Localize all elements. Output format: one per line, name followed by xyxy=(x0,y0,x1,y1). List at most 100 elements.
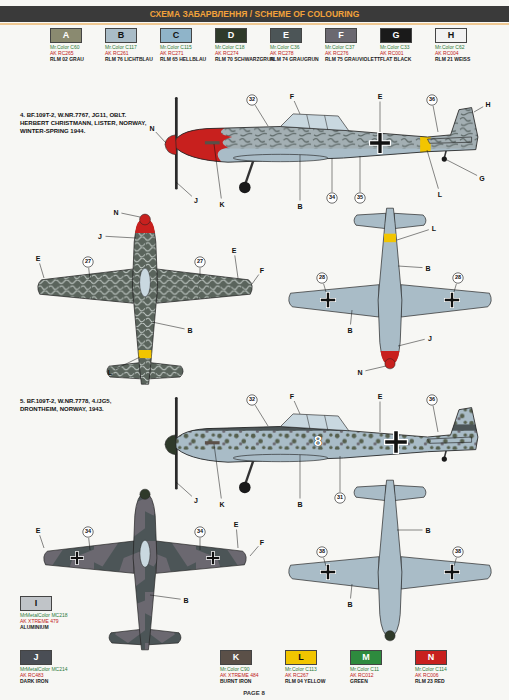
paint-code: Mr.Color C36 xyxy=(270,44,326,50)
paint-code: RLM 02 GRAU xyxy=(50,56,106,62)
callout-letter: B xyxy=(297,203,302,210)
paint-code: AK XTREME 479 xyxy=(20,618,76,624)
decal-number: 38 xyxy=(455,549,461,555)
leader-line xyxy=(294,101,300,114)
leader-line xyxy=(152,322,185,329)
colour-swatch: L Mr.Color C113AK RC267RLM 04 YELLOW xyxy=(285,650,341,684)
paint-code: AK RC271 xyxy=(160,50,216,56)
paint-code: AK RC261 xyxy=(105,50,161,56)
leader-line xyxy=(235,255,238,278)
decal-badge xyxy=(317,547,327,557)
leader-line xyxy=(398,266,423,268)
callout-letter: J xyxy=(428,335,432,342)
swatch-letter: D xyxy=(228,30,235,40)
page-title: СХЕМА ЗАБАРВЛЕННЯ / SCHEME OF COLOURING xyxy=(0,6,509,22)
callout-letter: B xyxy=(425,527,430,534)
paint-code: Mr.Color C90 xyxy=(220,666,276,672)
callout-letter: N xyxy=(357,369,362,376)
swatch-chip: F xyxy=(325,28,357,43)
leader-line xyxy=(351,584,353,599)
colour-swatch: DMr.Color C18AK RC274RLM 70 SCHWARZGRUN xyxy=(215,28,271,62)
leader-line xyxy=(433,106,438,132)
swatch-chip: B xyxy=(105,28,137,43)
colour-swatch: MMr.Color C11AK RC012GREEN xyxy=(350,650,406,684)
leader-line xyxy=(365,366,386,371)
leader-line xyxy=(89,268,90,280)
decal-number: 28 xyxy=(319,275,325,281)
swatch-chip: M xyxy=(350,650,382,665)
paint-code: Mr.Color C115 xyxy=(160,44,216,50)
leader-line xyxy=(40,263,44,278)
swatch-letter: E xyxy=(283,30,289,40)
colour-swatch: KMr.Color C90AK XTREME 484BURNT IRON xyxy=(220,650,276,684)
callout-letter: B xyxy=(347,601,352,608)
callout-letter: L xyxy=(438,191,442,198)
colour-swatch: AMr.Color C60AK RC265RLM 02 GRAU xyxy=(50,28,106,62)
paint-code: Mr.Color C113 xyxy=(285,666,341,672)
paint-code: RLM 23 RED xyxy=(415,678,471,684)
decal-badge xyxy=(83,257,93,267)
colour-swatch: FMr.Color C37AK RC276RLM 75 GRAUVIOLETT xyxy=(325,28,381,62)
swatch-letter: F xyxy=(338,30,344,40)
swatch-letter: L xyxy=(298,652,304,662)
paint-code: DARK IRON xyxy=(20,678,76,684)
callout-letter: N xyxy=(113,209,118,216)
paint-code: AK RC001 xyxy=(380,50,436,56)
decal-number: 32 xyxy=(249,97,255,103)
colour-swatch: BMr.Color C117AK RC261RLM 76 LICHTBLAU xyxy=(105,28,161,62)
paint-code: RLM 21 WEISS xyxy=(435,56,491,62)
paint-code: ALUMINIUM xyxy=(20,624,76,630)
callout-letter: K xyxy=(219,501,224,508)
colour-swatch: HMr.Color C62AK RC004RLM 21 WEISS xyxy=(435,28,491,62)
colour-swatch: GMr.Color C33AK RC001FLAT BLACK xyxy=(380,28,436,62)
paint-code: AK RC276 xyxy=(325,50,381,56)
decal-number: 27 xyxy=(197,259,203,265)
leader-line xyxy=(115,357,140,370)
callout-letter: L xyxy=(432,225,436,232)
callout-letter: B xyxy=(425,265,430,272)
swatch-letter: A xyxy=(63,30,70,40)
callout-letter: B xyxy=(297,501,302,508)
decal-number: 36 xyxy=(429,397,435,403)
callout-letter: J xyxy=(194,497,198,504)
leader-line xyxy=(454,558,456,566)
leader-line xyxy=(360,156,361,192)
swatch-letter: M xyxy=(362,652,370,662)
callout-letter: B xyxy=(187,327,192,334)
leader-line xyxy=(433,406,438,432)
paint-code: RLM 70 SCHWARZGRUN xyxy=(215,56,271,62)
paint-code: AK RC004 xyxy=(435,50,491,56)
callout-letter: F xyxy=(290,93,294,100)
leader-line xyxy=(89,538,90,550)
paint-code: RLM 65 HELLBLAU xyxy=(160,56,216,62)
callout-letter: E xyxy=(36,527,41,534)
swatch-chip: E xyxy=(270,28,302,43)
callout-letter: E xyxy=(378,393,383,400)
page-number: PAGE 8 xyxy=(243,690,265,696)
paint-code: RLM 04 YELLOW xyxy=(285,678,341,684)
callout-letter: J xyxy=(194,197,198,204)
swatch-chip: I xyxy=(20,596,52,611)
paint-code: AK RC274 xyxy=(215,50,271,56)
decal-badge xyxy=(247,395,257,405)
swatch-letter: C xyxy=(173,30,180,40)
swatch-letter: H xyxy=(448,30,455,40)
callout-letter: F xyxy=(290,393,294,400)
paint-code: GREEN xyxy=(350,678,406,684)
colour-swatch: C Mr.Color C115AK RC271RLM 65 HELLBLAU xyxy=(160,28,216,62)
leader-line xyxy=(255,105,268,126)
swatch-chip: C xyxy=(160,28,192,43)
paint-code: AK RC267 xyxy=(285,672,341,678)
callout-letter: F xyxy=(260,539,264,546)
leader-line xyxy=(214,144,221,199)
callout-letter: G xyxy=(479,175,484,182)
leader-line xyxy=(106,236,137,238)
leader-line xyxy=(380,402,381,433)
leader-line xyxy=(397,230,429,240)
leader-line xyxy=(398,339,425,346)
paint-code: Mr.Color C60 xyxy=(50,44,106,50)
swatch-letter: J xyxy=(33,652,38,662)
decal-number: 36 xyxy=(429,97,435,103)
decal-badge xyxy=(335,493,345,503)
decal-badge xyxy=(247,95,257,105)
